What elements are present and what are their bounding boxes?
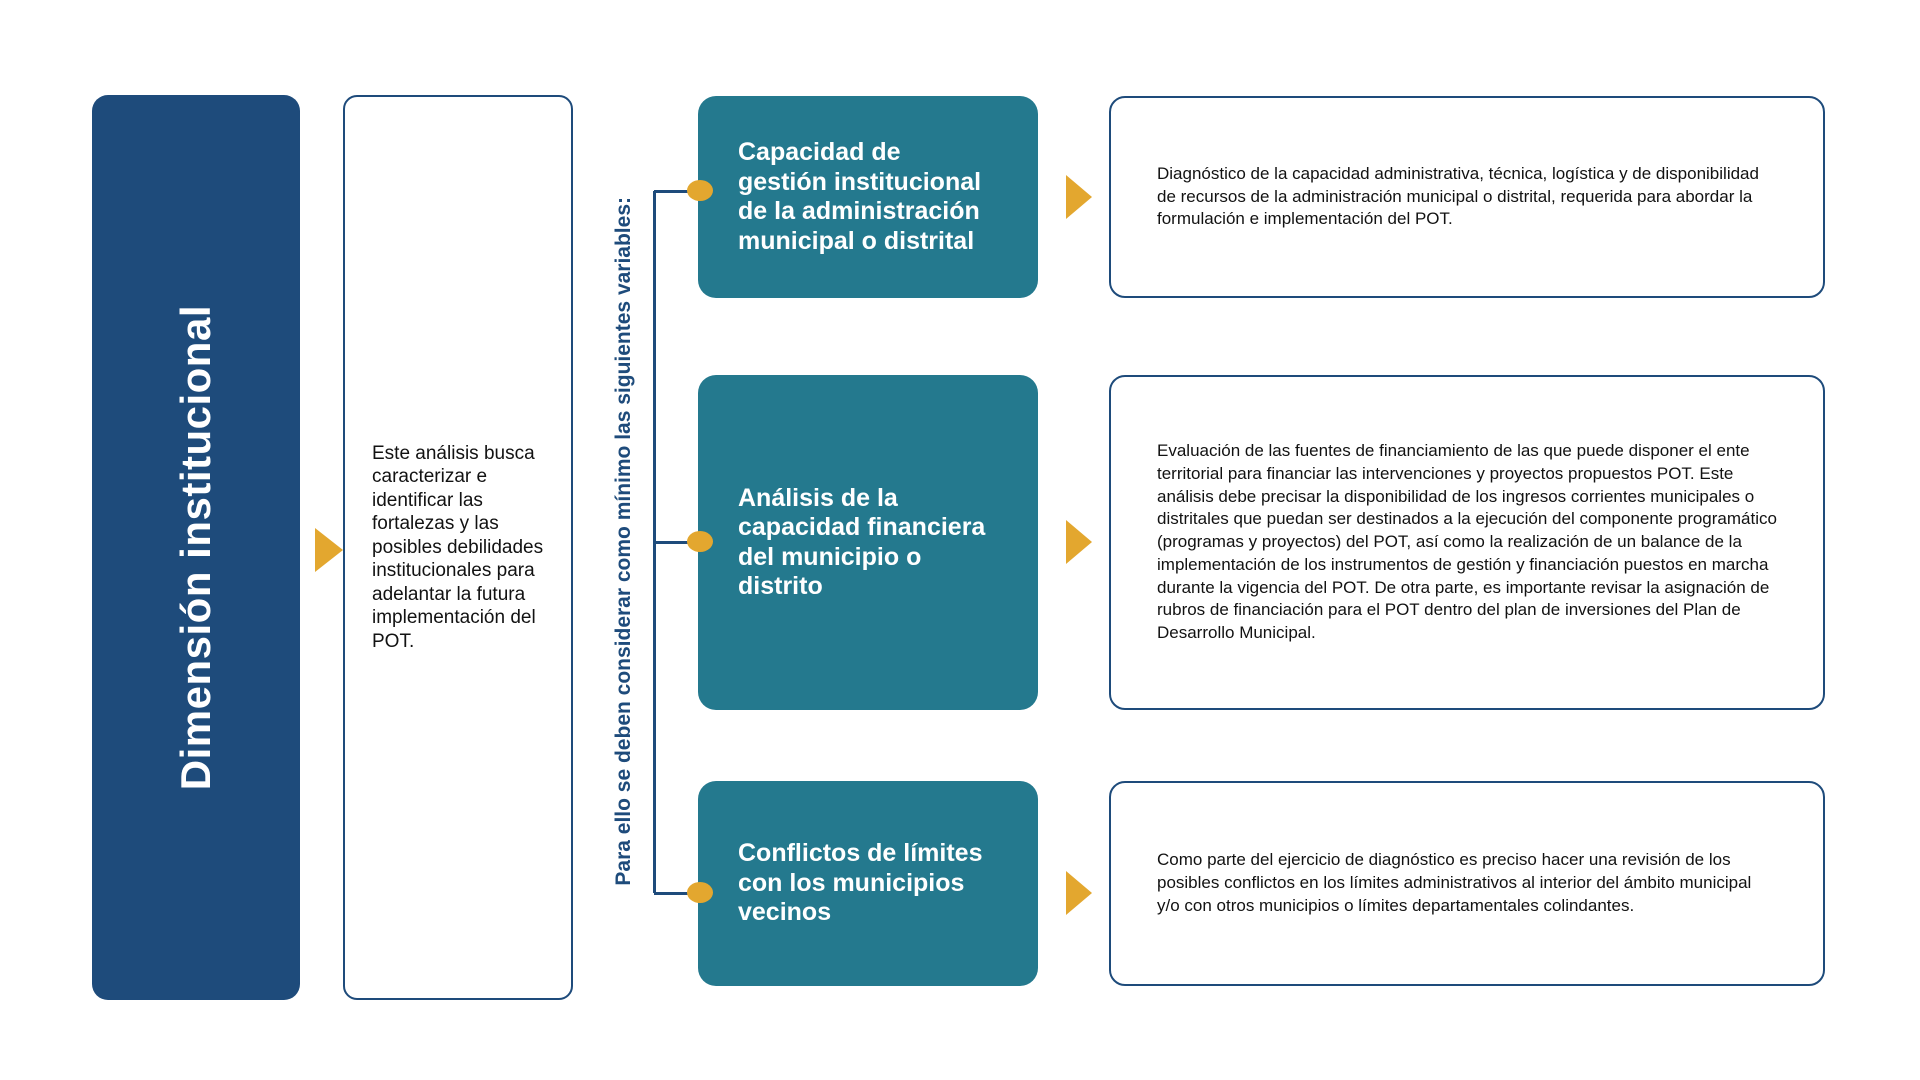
variable-card-title: Capacidad de gestión institucional de la…: [738, 138, 982, 255]
variables-label: Para ello se deben considerar como mínim…: [598, 110, 650, 972]
description-text: Evaluación de las fuentes de financiamie…: [1157, 441, 1777, 643]
variable-card-capacidad-gestion: Capacidad de gestión institucional de la…: [698, 96, 1038, 298]
dimension-title: Dimensión institucional: [172, 304, 219, 791]
connector-line-row3: [654, 892, 700, 895]
connector-dot-icon: [687, 180, 713, 201]
description-card-capacidad-financiera: Evaluación de las fuentes de financiamie…: [1109, 375, 1825, 710]
connector-line-row1: [654, 190, 700, 193]
arrow-right-icon: [1066, 871, 1092, 915]
variable-card-title: Conflictos de límites con los municipios…: [738, 839, 983, 927]
description-text: Como parte del ejercicio de diagnóstico …: [1157, 850, 1752, 915]
connector-line-row2: [654, 541, 700, 544]
intro-text: Este análisis busca caracterizar e ident…: [372, 442, 544, 652]
arrow-right-icon: [1066, 520, 1092, 564]
variable-card-conflictos-limites: Conflictos de límites con los municipios…: [698, 781, 1038, 986]
description-card-conflictos-limites: Como parte del ejercicio de diagnóstico …: [1109, 781, 1825, 986]
description-text: Diagnóstico de la capacidad administrati…: [1157, 163, 1759, 229]
arrow-right-icon: [1066, 175, 1092, 219]
variable-card-title: Análisis de la capacidad financiera del …: [738, 483, 986, 601]
variable-card-capacidad-financiera: Análisis de la capacidad financiera del …: [698, 375, 1038, 710]
variables-label-text: Para ello se deben considerar como mínim…: [612, 196, 635, 886]
arrow-right-icon: [315, 528, 343, 572]
description-card-capacidad-gestion: Diagnóstico de la capacidad administrati…: [1109, 96, 1825, 298]
dimension-box: Dimensión institucional: [92, 95, 300, 1000]
connector-dot-icon: [687, 531, 713, 552]
intro-box: Este análisis busca caracterizar e ident…: [343, 95, 573, 1000]
connector-dot-icon: [687, 882, 713, 903]
